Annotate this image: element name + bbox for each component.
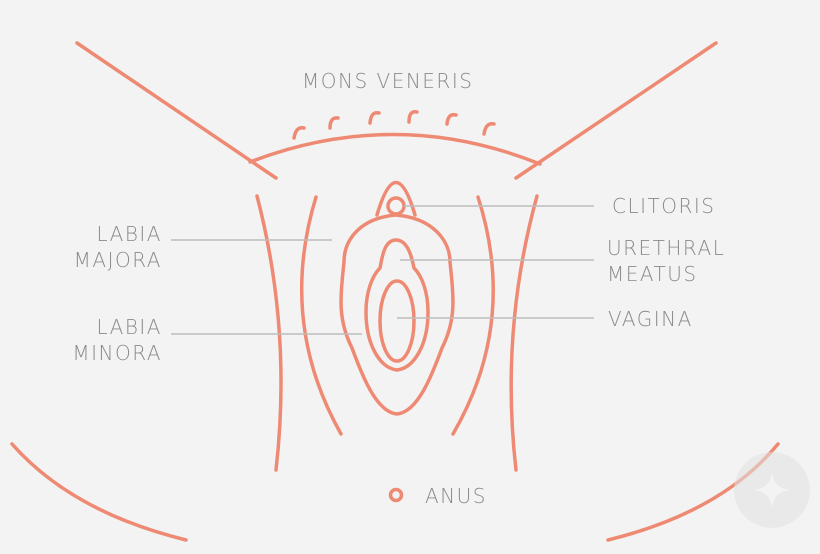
labia-majora-outer-right bbox=[509, 194, 539, 472]
left-bottom-arc bbox=[10, 442, 188, 542]
anus-mark bbox=[388, 487, 404, 503]
sparkle-icon bbox=[734, 452, 810, 528]
labia-majora-inner-left bbox=[299, 195, 343, 436]
labia-minora-label: LABIA MINORA bbox=[40, 314, 162, 366]
left-groin-line bbox=[75, 41, 278, 180]
mons-veneris-arc bbox=[248, 132, 542, 166]
labia-majora-inner-right bbox=[451, 195, 495, 436]
urethral-meatus-line-1: URETHRAL bbox=[607, 236, 726, 260]
inner-vestibule bbox=[364, 238, 430, 372]
clitoris-label: CLITORIS bbox=[612, 194, 716, 218]
urethral-meatus-line-2: MEATUS bbox=[607, 262, 698, 286]
labia-majora-label: LABIA MAJORA bbox=[40, 221, 162, 273]
labia-majora-line-1: LABIA bbox=[96, 222, 162, 246]
right-groin-line bbox=[514, 41, 718, 180]
vagina-opening bbox=[378, 279, 416, 363]
vagina-label: VAGINA bbox=[608, 307, 693, 331]
mons-veneris-label: MONS VENERIS bbox=[302, 69, 474, 93]
labia-minora-outline bbox=[339, 213, 455, 416]
clitoris-glans bbox=[386, 196, 406, 216]
labia-minora-line-1: LABIA bbox=[96, 315, 162, 339]
labia-minora-line-2: MINORA bbox=[72, 341, 162, 365]
anus-label: ANUS bbox=[425, 484, 487, 508]
clitoral-hood bbox=[375, 181, 417, 217]
labia-majora-line-2: MAJORA bbox=[73, 248, 162, 272]
pubic-hair-curls bbox=[292, 109, 496, 140]
urethral-meatus-label: URETHRAL MEATUS bbox=[607, 235, 725, 287]
labia-majora-outer-left bbox=[255, 194, 283, 472]
